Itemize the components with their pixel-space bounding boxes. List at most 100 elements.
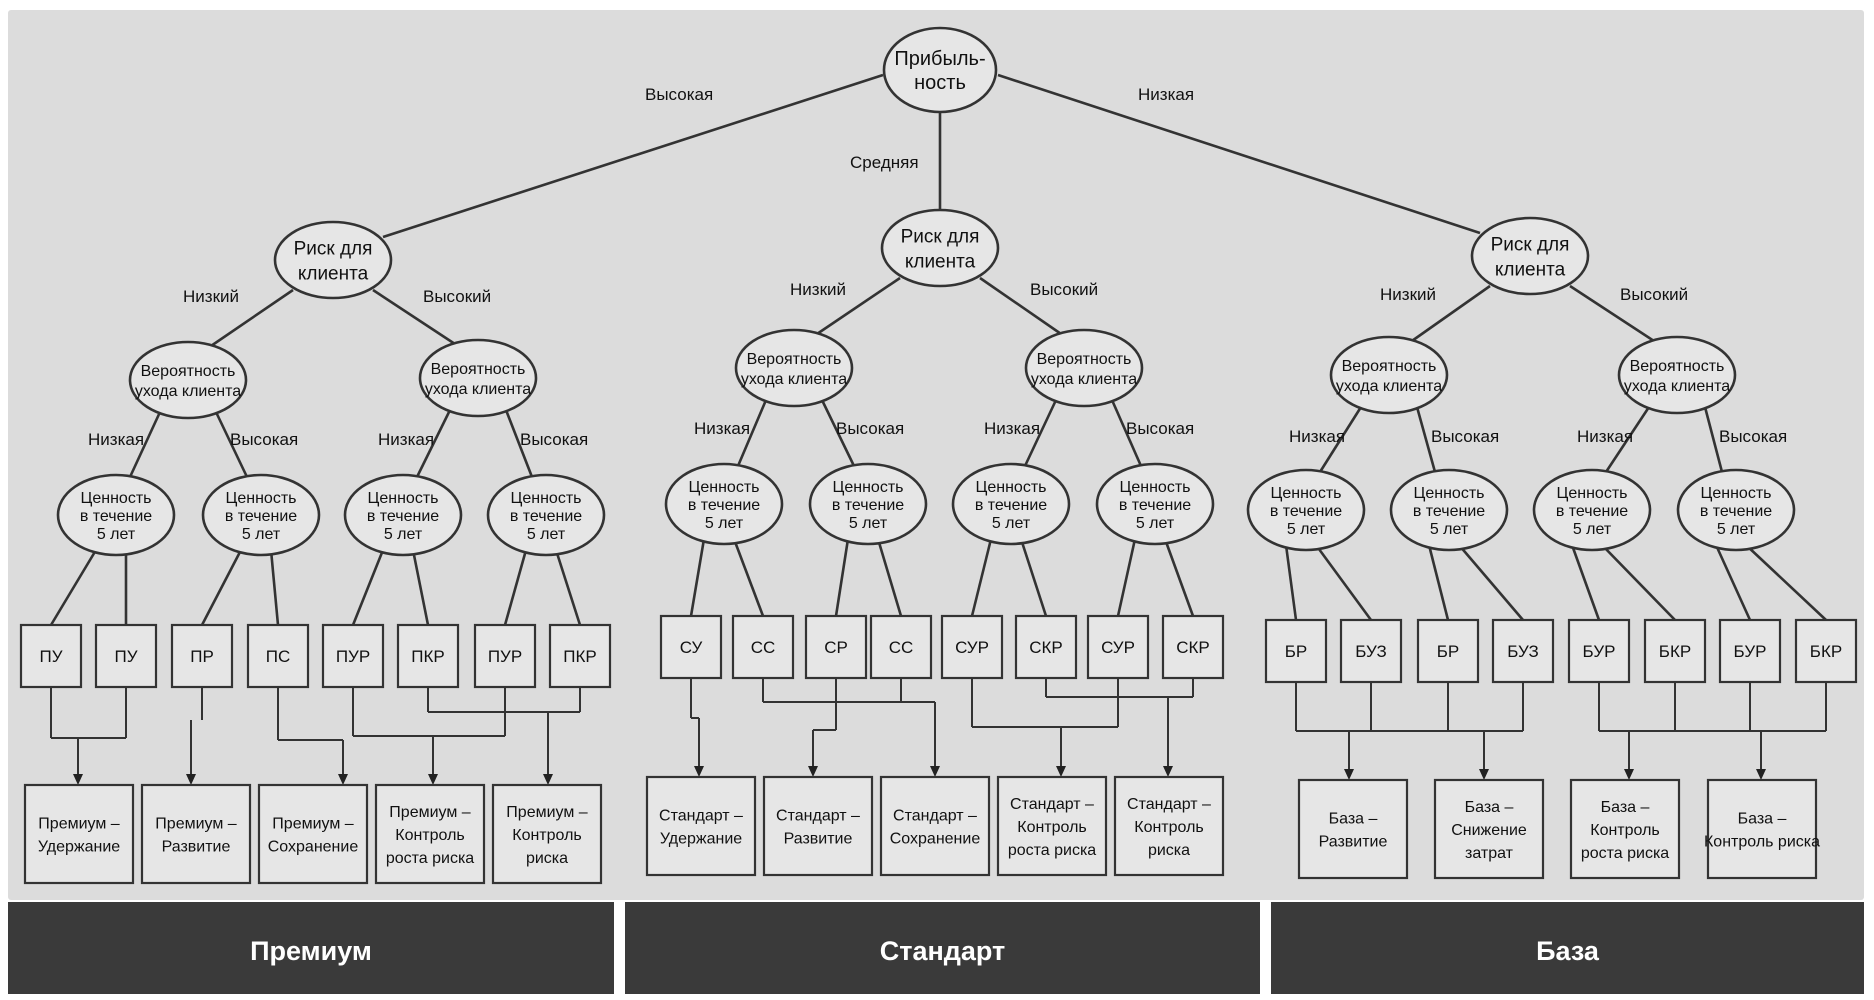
value-node xyxy=(56,473,176,557)
leaf-node-label: СУ xyxy=(680,638,703,657)
edge-value-leaf xyxy=(351,549,385,626)
edge-label-low: Низкая xyxy=(1138,85,1194,104)
edge-churn-value xyxy=(1110,399,1143,467)
outcome-label: Стандарт –Развитие xyxy=(776,807,860,847)
churn-node xyxy=(1329,335,1449,415)
edge-label-churn-low: Низкая xyxy=(88,430,144,449)
leaf-node xyxy=(1416,618,1480,684)
edge-risk-churn xyxy=(813,276,901,338)
churn-node xyxy=(734,328,854,408)
leaf-node xyxy=(1643,618,1707,684)
leaf-node-label: ПУ xyxy=(39,647,62,666)
edge-churn-value xyxy=(1604,406,1651,473)
leaf-node-label: БУЗ xyxy=(1355,642,1386,661)
outcome-box xyxy=(374,783,486,885)
value-node xyxy=(808,462,928,546)
value-node xyxy=(1532,468,1652,552)
leaf-node xyxy=(94,623,158,689)
leaf-node xyxy=(246,623,310,689)
edge-churn-value xyxy=(1318,406,1363,473)
band-2 xyxy=(625,902,1260,994)
edge-value-leaf xyxy=(1714,544,1752,621)
leaf-node xyxy=(1264,618,1328,684)
edge-churn-value xyxy=(1415,406,1437,473)
leaf-node-label: БУЗ xyxy=(1507,642,1538,661)
edge-label-churn-low: Низкая xyxy=(984,419,1040,438)
arrow-head xyxy=(73,774,83,785)
outcome-label: Премиум –Сохранение xyxy=(268,815,359,855)
edge-risk-churn xyxy=(207,288,294,350)
leaf-node xyxy=(321,623,385,689)
value-node xyxy=(343,473,463,557)
outcome-box xyxy=(491,783,603,885)
arrow-head xyxy=(808,766,818,777)
value-node xyxy=(1246,468,1366,552)
edge-label-churn-high: Высокая xyxy=(1719,427,1787,446)
arrow-head xyxy=(1479,769,1489,780)
edge-churn-value xyxy=(820,399,856,467)
leaf-node-label: ПКР xyxy=(563,647,596,666)
leaf-node-label: ПС xyxy=(266,647,291,666)
leaf-node-label: БУР xyxy=(1583,642,1616,661)
leaf-node xyxy=(1014,614,1078,680)
band-label-3: База xyxy=(1536,936,1600,966)
outcome-label: Премиум –Развитие xyxy=(155,815,237,855)
arrow-head xyxy=(1056,766,1066,777)
leaf-node xyxy=(1794,618,1858,684)
arrow-head xyxy=(1756,769,1766,780)
edge-label-churn-high: Высокая xyxy=(1126,419,1194,438)
leaf-node xyxy=(869,614,933,680)
outcome-box xyxy=(762,775,874,877)
leaf-node-label: СС xyxy=(889,638,914,657)
outcome-box xyxy=(879,775,991,877)
edge-value-leaf xyxy=(49,549,98,626)
leaf-node-label: БКР xyxy=(1810,642,1842,661)
leaf-node-label: СУР xyxy=(1101,638,1135,657)
edge-churn-value xyxy=(128,411,162,478)
edge-label-risk-high: Высокий xyxy=(423,287,491,306)
edge-label-churn-high: Высокая xyxy=(230,430,298,449)
leaf-node-label: ПР xyxy=(190,647,214,666)
edge-label-churn-high: Высокая xyxy=(836,419,904,438)
edge-value-leaf xyxy=(1284,544,1298,621)
arrow-head xyxy=(543,774,553,785)
edge-value-leaf xyxy=(732,538,765,617)
risk-node xyxy=(273,220,393,300)
leaf-node xyxy=(1086,614,1150,680)
leaf-node-label: ПУР xyxy=(336,647,370,666)
edge-label-medium: Средняя xyxy=(850,153,919,172)
edge-value-leaf xyxy=(1019,538,1048,617)
leaf-node xyxy=(940,614,1004,680)
edge-label-churn-low: Низкая xyxy=(378,430,434,449)
outcome-box xyxy=(1706,778,1818,880)
edge-label-risk-high: Высокий xyxy=(1030,280,1098,299)
leaf-node-label: ПУ xyxy=(114,647,137,666)
leaf-node xyxy=(548,623,612,689)
edge-risk-churn xyxy=(979,276,1065,338)
edge-label-churn-high: Высокая xyxy=(520,430,588,449)
outcome-label: База –Контроль риска xyxy=(1704,810,1820,850)
leaf-node-label: БУР xyxy=(1734,642,1767,661)
root-node-label: Прибыль-ность xyxy=(894,48,985,94)
edge-value-leaf xyxy=(689,538,706,617)
outcome-box xyxy=(23,783,135,885)
edge-risk-churn xyxy=(1569,284,1658,345)
edge-value-leaf xyxy=(411,549,430,626)
root-node xyxy=(882,26,998,114)
leaf-node xyxy=(1718,618,1782,684)
edge-value-leaf xyxy=(503,549,528,626)
